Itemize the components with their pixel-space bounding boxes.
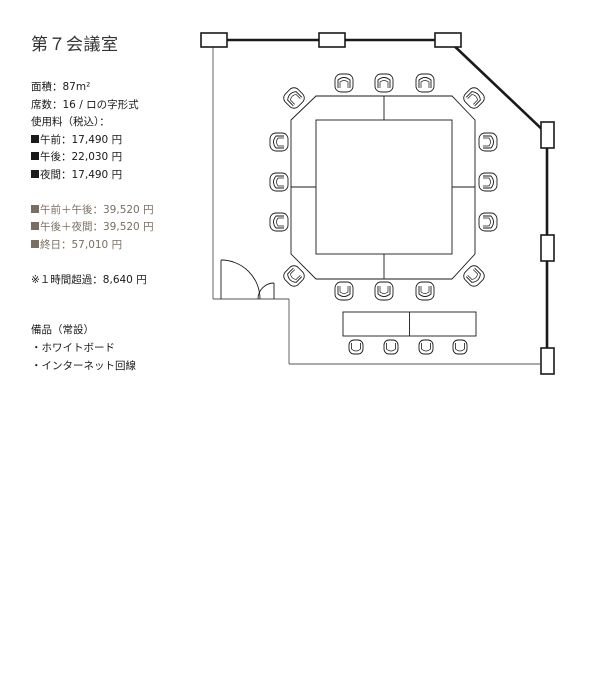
fee-heading: 使用料（税込）：	[31, 116, 110, 128]
door-icon	[220, 259, 275, 300]
square-bullet-icon	[31, 204, 39, 213]
package-afternoon-night: 午後＋夜間：39,520 円	[31, 219, 154, 237]
window-frames	[200, 32, 555, 375]
package-label: 午後＋夜間：39,520 円	[40, 221, 154, 233]
side-table	[342, 311, 477, 337]
package-label: 午前＋午後：39,520 円	[40, 203, 154, 216]
fee-label: 午後：22,030 円	[40, 151, 123, 163]
fee-night: 夜間：17,490 円	[31, 167, 154, 185]
seats-text: 席数：16 / ロの字形式	[31, 98, 139, 111]
package-all-day: 終日：57,010 円	[31, 237, 154, 255]
equipment-heading: 備品（常設）	[31, 324, 94, 336]
room-title: 第７会議室	[31, 35, 119, 55]
package-morning-afternoon: 午前＋午後：39,520 円	[31, 202, 154, 220]
conference-table	[290, 95, 476, 280]
fee-label: 夜間：17,490 円	[40, 168, 123, 181]
walls	[212, 47, 540, 365]
fee-label: 午前：17,490 円	[40, 133, 123, 146]
side-chairs	[348, 339, 468, 355]
fee-afternoon: 午後：22,030 円	[31, 149, 154, 167]
equipment-list: 備品（常設） ・ホワイトボード ・インターネット回線	[31, 321, 136, 375]
fee-morning: 午前：17,490 円	[31, 132, 154, 150]
room-specs: 面積：87m² 席数：16 / ロの字形式 使用料（税込）： 午前：17,490…	[31, 79, 154, 289]
square-bullet-icon	[31, 134, 39, 143]
area-text: 面積：87m²	[31, 81, 91, 93]
square-bullet-icon	[31, 222, 39, 230]
equipment-item: ・ホワイトボード	[31, 342, 115, 354]
overtime-text: ※１時間超過：8,640 円	[31, 273, 147, 286]
square-bullet-icon	[31, 169, 39, 178]
package-label: 終日：57,010 円	[40, 238, 123, 251]
equipment-item: ・インターネット回線	[31, 360, 136, 372]
square-bullet-icon	[31, 239, 39, 248]
square-bullet-icon	[31, 152, 39, 160]
